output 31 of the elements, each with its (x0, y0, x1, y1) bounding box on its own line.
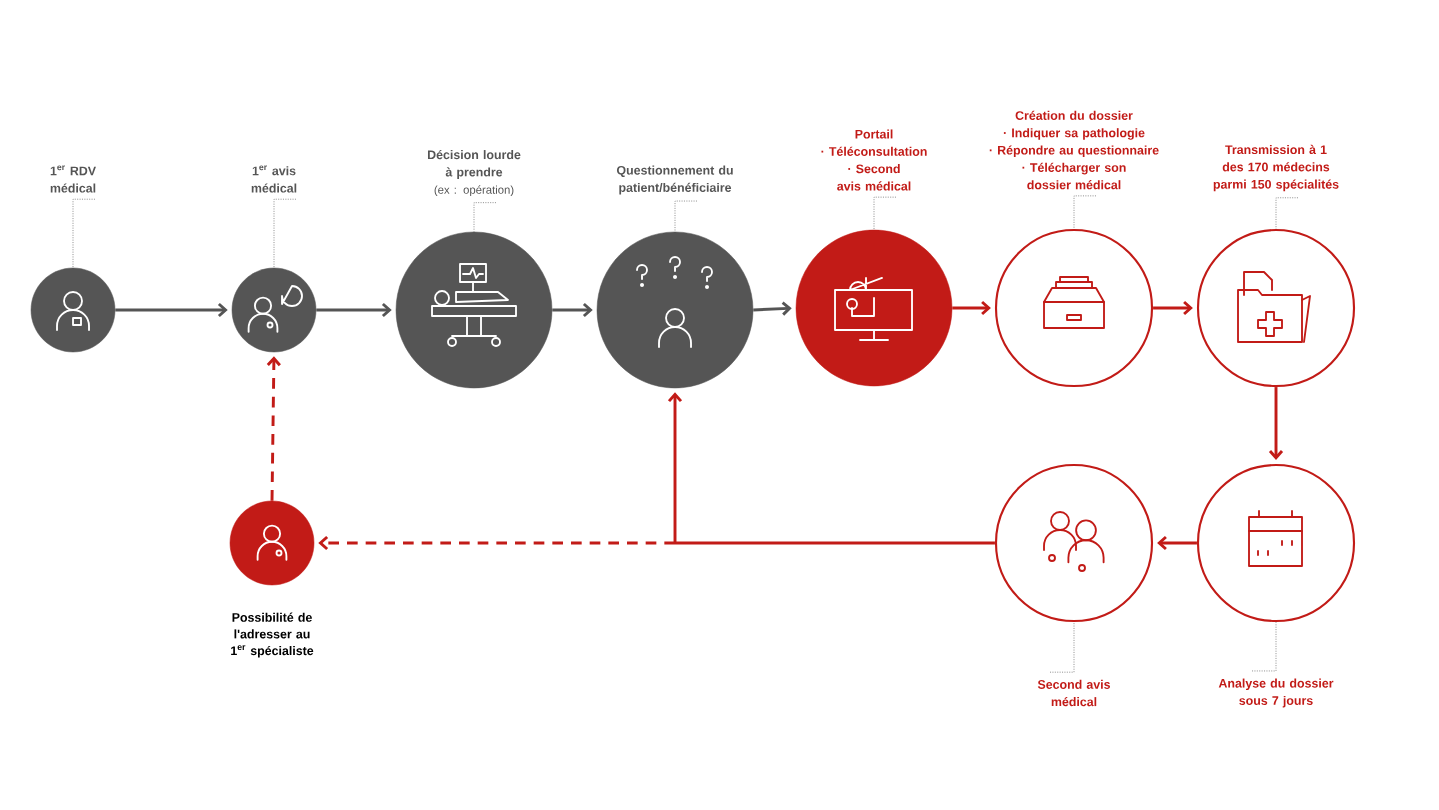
step-label: Transmission à 1 des 170 médecins parmi 150 spécialités (1213, 144, 1339, 192)
step-label: Questionnement du patient/bénéficiaire (616, 165, 733, 195)
arrow (115, 302, 228, 318)
arrow (316, 302, 392, 318)
step-circle (994, 228, 1154, 388)
arrow (318, 535, 675, 551)
step-circle (1196, 463, 1356, 623)
step-label: 1$^{er}$ avis médical (251, 165, 297, 193)
step-circle (795, 229, 953, 387)
arrow (552, 302, 593, 318)
step-circle (994, 463, 1154, 623)
arrow (1268, 387, 1284, 460)
step-circle (30, 267, 116, 353)
step-label: Décision lourde à prendre (ex : opération) (428, 149, 521, 197)
arrow (266, 356, 281, 501)
arrow (753, 301, 792, 316)
arrow (667, 392, 683, 543)
arrow (952, 300, 991, 316)
step-circle (596, 231, 754, 389)
step-label: Possibilité de l'adresser au 1$^{er}$ spécialiste (231, 612, 314, 658)
step-label: Création du dossier · Indiquer sa pathologie · Répondre au questionnaire · Télécharger son dossier médical (989, 110, 1159, 190)
step-circle (231, 267, 317, 353)
step-circle (395, 231, 553, 389)
step-circle (1196, 228, 1356, 388)
arrow (1153, 300, 1193, 316)
step-label: 1$^{er}$ RDV médical (50, 165, 96, 193)
step-label: Second avis médical (1037, 679, 1110, 707)
step-label: Portail · Téléconsultation · Second avis médical (821, 129, 927, 191)
step-circle (229, 500, 315, 586)
step-label: Analyse du dossier sous 7 jours (1218, 678, 1334, 708)
arrow (1157, 535, 1197, 551)
